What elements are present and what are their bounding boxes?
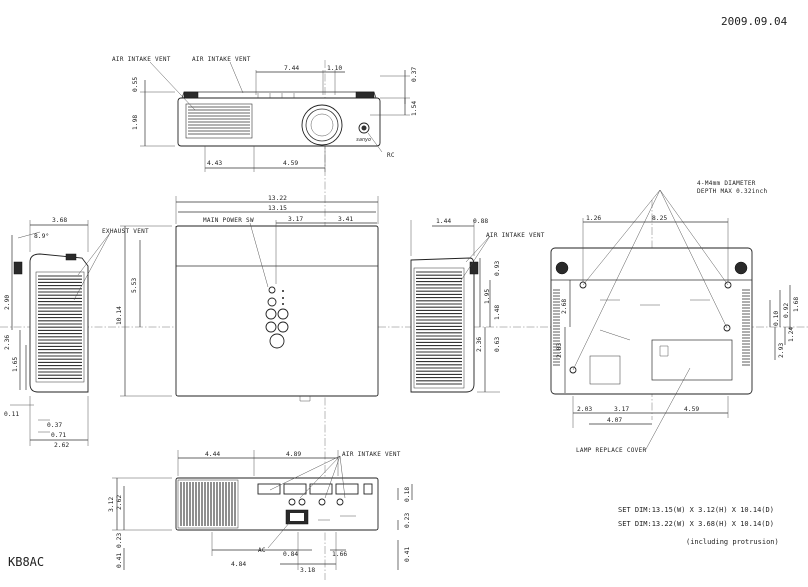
rear-air-intake-label: AIR INTAKE VENT xyxy=(342,451,401,458)
dim-value: 0.11 xyxy=(4,411,19,418)
dim-value: 3.68 xyxy=(52,217,67,224)
dim-value: 2.93 xyxy=(778,343,785,358)
dim-value: 0.84 xyxy=(283,551,298,558)
ac-label: AC xyxy=(258,547,266,554)
labels: 2009.09.04 AIR INTAKE VENT AIR INTAKE VE… xyxy=(8,15,788,569)
dim-value: 0.23 xyxy=(404,513,411,528)
dim-value: 8.25 xyxy=(652,215,667,222)
lamp-replace-cover xyxy=(651,339,733,381)
top-air-intake-label-2: AIR INTAKE VENT xyxy=(192,56,251,63)
dim-value: 2.62 xyxy=(54,442,69,449)
dim-value: 0.93 xyxy=(494,261,501,276)
dim-value: 0.37 xyxy=(411,67,418,82)
dim-value: 1.24 xyxy=(788,327,795,342)
dim-value: 4.59 xyxy=(684,406,699,413)
dim-value: 4.43 xyxy=(207,160,222,167)
bottom-view xyxy=(550,189,791,452)
left-exhaust-vent-slats xyxy=(38,275,82,379)
mount-holes-label-2: DEPTH MAX 0.32inch xyxy=(697,188,768,195)
dim-value: 1.26 xyxy=(586,215,601,222)
vertical-dimension-values: 0.55 1.98 0.37 1.54 10.14 5.53 2.90 2.36… xyxy=(4,67,800,568)
dim-value: 0.92 xyxy=(783,303,790,318)
rear-view xyxy=(112,450,413,570)
side-air-intake-label: AIR INTAKE VENT xyxy=(486,232,545,239)
dim-value: 2.36 xyxy=(476,337,483,352)
set-dimensions-line-1: SET DIM:13.15(W) X 3.12(H) X 10.14(D) xyxy=(618,506,774,514)
dim-value: 3.18 xyxy=(300,567,315,574)
top-air-intake-label-1: AIR INTAKE VENT xyxy=(112,56,171,63)
dim-value: 3.17 xyxy=(614,406,629,413)
dim-value: 2.36 xyxy=(4,335,11,350)
dim-value: 1.66 xyxy=(332,551,347,558)
dimension-values: 7.44 1.10 4.43 4.59 13.22 13.15 3.17 3.4… xyxy=(4,65,699,574)
dim-value: 1.10 xyxy=(327,65,342,72)
rear-vent-slats xyxy=(180,482,236,526)
rc-label: RC xyxy=(387,152,395,159)
dim-value: 1.54 xyxy=(411,101,418,116)
dim-value: 2.03 xyxy=(577,406,592,413)
control-panel xyxy=(265,286,289,349)
left-side-view xyxy=(10,220,111,446)
model-name: KB8AC xyxy=(8,555,44,569)
dim-value: 0.88 xyxy=(473,218,488,225)
right-air-intake-slats xyxy=(416,271,462,385)
brand-logo: sanyo xyxy=(356,137,371,143)
dim-value: 1.48 xyxy=(494,305,501,320)
dim-value: 3.17 xyxy=(288,216,303,223)
top-air-intake-grille xyxy=(185,103,253,139)
dim-value: 4.89 xyxy=(286,451,301,458)
dim-value: 1.95 xyxy=(484,289,491,304)
dim-value: 0.63 xyxy=(494,337,501,352)
dim-value: 2.90 xyxy=(4,295,11,310)
io-ports xyxy=(257,483,373,506)
set-dimensions-note: (including protrusion) xyxy=(686,538,779,546)
bottom-vent-slats xyxy=(553,289,750,366)
dim-value: 0.55 xyxy=(132,77,139,92)
dim-value: 0.10 xyxy=(773,311,780,326)
dim-value: 4.07 xyxy=(607,417,622,424)
dim-value: 0.71 xyxy=(51,432,66,439)
dim-value: 5.53 xyxy=(131,278,138,293)
dim-value: 8.9° xyxy=(34,232,49,240)
set-dimensions-line-2: SET DIM:13.22(W) X 3.68(H) X 10.14(D) xyxy=(618,520,774,528)
dim-value: 3.41 xyxy=(338,216,353,223)
dim-value: 1.98 xyxy=(132,115,139,130)
main-power-switch-label: MAIN POWER SW xyxy=(203,217,254,224)
front-view xyxy=(120,196,379,402)
dim-value: 13.22 xyxy=(268,195,287,202)
lens xyxy=(301,104,343,146)
dim-value: 7.44 xyxy=(284,65,299,72)
dim-value: 0.23 xyxy=(116,533,123,548)
dim-value: 10.14 xyxy=(116,306,123,325)
dim-value: 2.62 xyxy=(116,495,123,510)
dim-value: 4.84 xyxy=(231,561,246,568)
dim-value: 1.44 xyxy=(436,218,451,225)
dim-value: 0.41 xyxy=(116,553,123,568)
dim-value: 0.41 xyxy=(404,547,411,562)
dim-value: 3.12 xyxy=(108,497,115,512)
dim-value: 13.15 xyxy=(268,205,287,212)
dim-value: 1.68 xyxy=(793,297,800,312)
drawing-date: 2009.09.04 xyxy=(721,15,788,28)
dim-value: 1.65 xyxy=(12,357,19,372)
dim-value: 0.37 xyxy=(47,422,62,429)
dim-value: 4.59 xyxy=(283,160,298,167)
top-view xyxy=(140,61,410,172)
lamp-replace-cover-label: LAMP REPLACE COVER xyxy=(576,447,647,454)
dim-value: 2.83 xyxy=(556,343,563,358)
right-side-view xyxy=(410,220,500,393)
dim-value: 0.18 xyxy=(404,487,411,502)
mount-holes-label-1: 4-M4mm DIAMETER xyxy=(697,180,756,187)
dim-value: 2.68 xyxy=(561,299,568,314)
exhaust-vent-label: EXHAUST VENT xyxy=(102,228,149,235)
dim-value: 4.44 xyxy=(205,451,220,458)
